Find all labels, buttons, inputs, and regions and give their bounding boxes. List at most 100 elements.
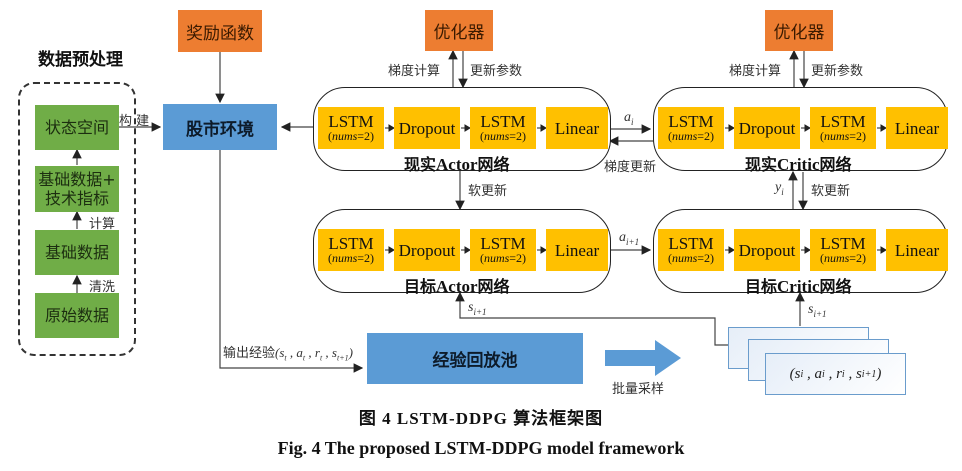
a-i-base: a [624,110,631,125]
layer-name: Dropout [398,118,456,138]
real-actor-label: 现实Actor网络 [404,151,510,175]
caption-chinese: 图 4 LSTM-DDPG 算法框架图 [358,409,604,428]
basic-data-plus-label: 基础数据+ [38,170,116,189]
caption-english: Fig. 4 The proposed LSTM-DDPG model fram… [277,438,685,458]
preprocess-group [18,82,136,356]
target-critic-label: 目标Critic网络 [745,273,852,297]
layer-name: Linear [554,240,600,260]
target-actor-layer-lstm: LSTM(nums=2) [470,229,536,271]
target-critic-layer-linear: Linear [886,229,948,271]
layer-param: (nums=2) [667,251,715,265]
layer-param: (nums=2) [479,251,527,265]
layer-name: Linear [894,240,940,260]
actor-soft-update-label: 软更新 [468,184,508,199]
state-space-box: 状态空间 [35,105,119,150]
real-critic-label-lat: Critic [777,155,820,174]
target-actor-label: 目标Actor网络 [404,273,510,297]
real-actor-layer-lstm: LSTM(nums=2) [318,107,384,149]
layer-name: LSTM [480,234,526,253]
s-i1-actor-sub: i+1 [473,306,487,317]
layer-name: LSTM [328,112,374,131]
layer-arrow-icon [801,246,811,254]
target-critic-layer-dropout: Dropout [734,229,800,271]
basic-data-label: 基础数据 [44,243,109,262]
a-i1-label: ai+1 [619,230,639,247]
preprocess-title: 数据预处理 [38,50,123,70]
output-experience-label: 输出经验(st , at , rt , st+1) [223,345,353,363]
real-actor-layer-lstm: LSTM(nums=2) [470,107,536,149]
y-i-base: y [775,180,782,195]
state-space-label: 状态空间 [44,118,109,137]
critic-grad-compute-label: 梯度计算 [729,64,782,79]
layer-param: (nums=2) [327,251,375,265]
a-i1-base: a [619,230,626,245]
target-critic-label-lat: Critic [777,277,820,296]
target-actor-label-post: 网络 [477,277,510,296]
layer-arrow-icon [461,246,471,254]
real-critic-label: 现实Critic网络 [745,151,852,175]
layer-arrow-icon [385,246,395,254]
arrow-output-experience [219,150,364,373]
critic-optimizer-box: 优化器 [765,10,833,51]
layer-arrow-icon [725,246,735,254]
layer-name: Dropout [738,118,796,138]
layer-name: Linear [894,118,940,138]
s-i1-critic-base: s [808,302,814,317]
layer-arrow-icon [461,124,471,132]
layer-name: Dropout [738,240,796,260]
reward-function-box: 奖励函数 [178,10,262,52]
real-actor-label-pre: 现实 [404,155,437,174]
clean-label: 清洗 [89,280,116,295]
s-i1-critic-label: si+1 [808,302,827,319]
layer-name: Linear [554,118,600,138]
layer-param: (nums=2) [479,129,527,143]
layer-arrow-icon [537,246,547,254]
target-critic-label-post: 网络 [819,277,852,296]
raw-data-box: 原始数据 [35,293,119,338]
a-i-sub: i [631,116,634,127]
a-i1-sub: i+1 [626,236,640,247]
grad-update-label: 梯度更新 [604,160,657,175]
actor-update-params-label: 更新参数 [470,64,523,79]
actor-optimizer-box: 优化器 [425,10,493,51]
basic-tech-box: 基础数据+ 技术指标 [35,166,119,212]
batch-sample-arrow-icon [605,340,681,376]
layer-name: LSTM [668,112,714,131]
real-actor-label-post: 网络 [477,155,510,174]
target-actor-label-lat: Actor [436,277,478,296]
layer-name: Dropout [398,240,456,260]
target-critic-layer-lstm: LSTM(nums=2) [658,229,724,271]
layer-arrow-icon [537,124,547,132]
layer-name: LSTM [480,112,526,131]
tech-indicator-label: 技术指标 [44,189,109,208]
layer-name: LSTM [820,112,866,131]
output-experience-cn: 输出经验 [223,346,276,361]
basic-data-box: 基础数据 [35,230,119,275]
batch-sample-label: 批量采样 [612,382,665,397]
target-critic-layer-lstm: LSTM(nums=2) [810,229,876,271]
build-label: 构 建 [119,114,150,129]
real-actor-layer-dropout: Dropout [394,107,460,149]
real-critic-layer-lstm: LSTM(nums=2) [810,107,876,149]
layer-name: LSTM [668,234,714,253]
critic-update-params-label: 更新参数 [811,64,864,79]
a-i-label: ai [624,110,634,127]
real-critic-label-post: 网络 [819,155,852,174]
layer-param: (nums=2) [327,129,375,143]
real-critic-layer-lstm: LSTM(nums=2) [658,107,724,149]
critic-soft-update-label: 软更新 [811,184,851,199]
raw-data-label: 原始数据 [44,306,109,325]
layer-name: LSTM [820,234,866,253]
layer-arrow-icon [877,246,887,254]
target-actor-layer-dropout: Dropout [394,229,460,271]
real-actor-label-lat: Actor [436,155,478,174]
s-i1-critic-sub: i+1 [813,308,827,319]
actor-grad-compute-label: 梯度计算 [388,64,441,79]
layer-name: LSTM [328,234,374,253]
y-i-sub: i [781,186,784,197]
layer-param: (nums=2) [819,129,867,143]
s-i1-actor-label: si+1 [468,300,487,317]
real-actor-layer-linear: Linear [546,107,608,149]
